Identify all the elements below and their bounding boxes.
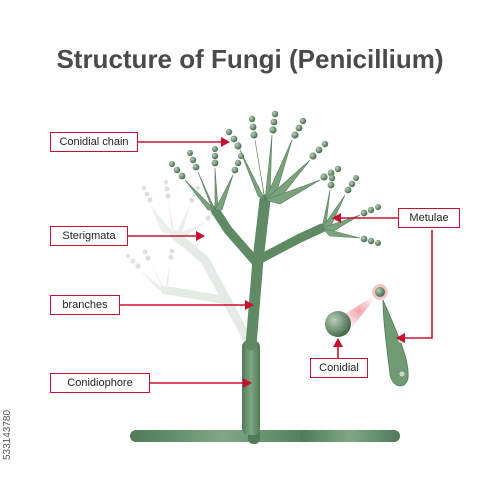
label-conidiophore: Conidiophore	[50, 373, 150, 393]
faded-branch	[125, 179, 253, 345]
pointer-lines	[118, 137, 433, 388]
label-conidial: Conidial	[310, 358, 368, 378]
label-conidial-chain: Conidial chain	[50, 132, 138, 152]
mycelium-base	[130, 427, 400, 444]
label-metulae: Metulae	[398, 208, 460, 228]
right-head	[321, 189, 361, 239]
left-head	[184, 167, 234, 211]
label-sterigmata: Sterigmata	[50, 226, 128, 246]
magnified-detail	[325, 284, 409, 387]
label-branches: branches	[50, 295, 120, 315]
conidial-chains	[169, 110, 381, 246]
top-head	[239, 134, 321, 205]
page-title: Structure of Fungi (Penicillium)	[56, 44, 444, 74]
watermark-id: 533143780	[2, 409, 13, 460]
conidiophore-stalk	[210, 194, 327, 435]
